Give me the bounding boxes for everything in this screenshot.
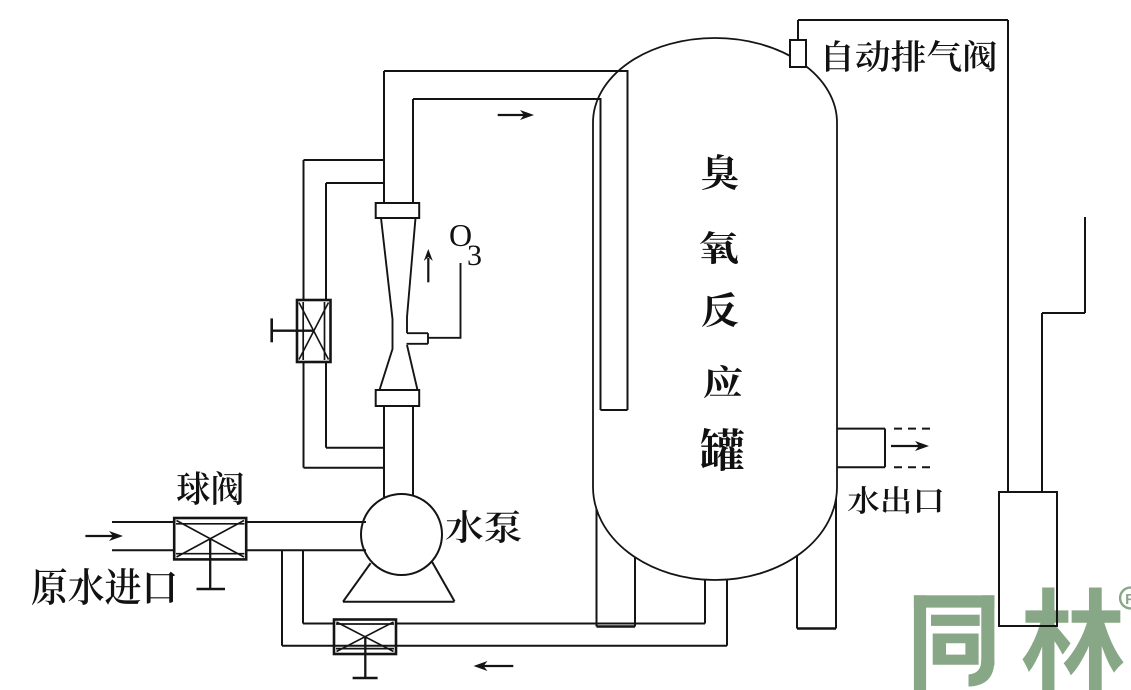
svg-text:3: 3 xyxy=(467,239,482,272)
svg-text:O: O xyxy=(449,217,472,253)
svg-text:R: R xyxy=(1125,591,1131,608)
